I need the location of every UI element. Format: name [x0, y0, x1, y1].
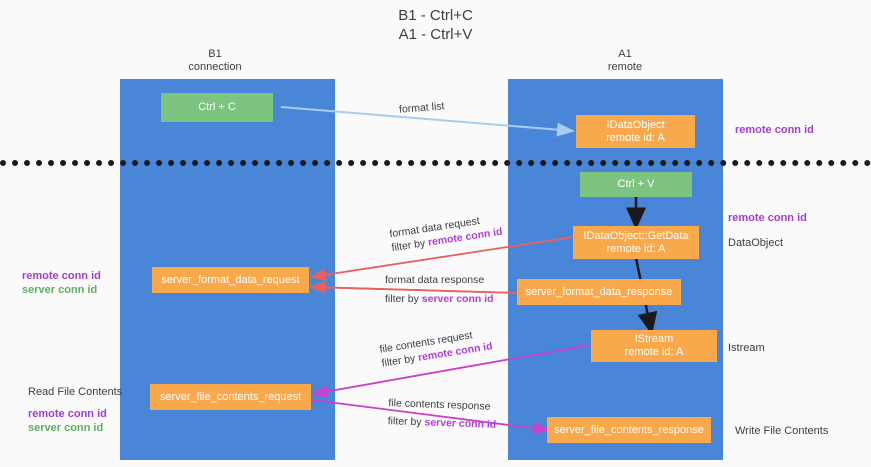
- box-server-format-data-response-label: server_format_data_response: [525, 285, 673, 298]
- left-label-remote-conn-id-2: remote conn id: [28, 408, 107, 420]
- box-ctrl-c[interactable]: Ctrl + C: [161, 93, 273, 122]
- arrow-label-format-data-response-main: format data response: [385, 274, 485, 286]
- arrow-label-format-data-response: format data response filter by server co…: [385, 273, 494, 306]
- arrow-format-data-request: [309, 236, 574, 282]
- filter-prefix: filter by: [387, 415, 425, 429]
- box-server-format-data-response[interactable]: server_format_data_response: [517, 279, 681, 305]
- box-ctrl-v[interactable]: Ctrl + V: [580, 172, 692, 197]
- box-istream[interactable]: IStream remote id: A: [591, 330, 717, 362]
- dashed-divider: [0, 160, 871, 166]
- box-idataobject[interactable]: IDataObject remote id: A: [576, 115, 695, 148]
- box-server-format-data-request[interactable]: server_format_data_request: [152, 267, 309, 293]
- column-header-a1: A1 remote: [560, 48, 690, 74]
- box-getdata-line-1: IDataObject::GetData: [583, 229, 689, 242]
- right-label-write-file-contents: Write File Contents: [735, 425, 829, 437]
- box-ctrl-v-label: Ctrl + V: [617, 178, 655, 190]
- arrow-label-file-contents-response-main: file contents response: [388, 397, 491, 413]
- column-header-a1-title: A1: [618, 48, 632, 60]
- title-line-1: B1 - Ctrl+C: [398, 7, 473, 24]
- arrow-file-contents-request: [311, 344, 591, 398]
- filter-key-server-conn-id: server conn id: [424, 416, 497, 431]
- right-label-remote-conn-id-mid: remote conn id: [728, 212, 807, 224]
- arrow-label-file-contents-response: file contents response filter by server …: [387, 396, 497, 432]
- right-label-remote-conn-id-top: remote conn id: [735, 124, 814, 136]
- left-label-server-conn-id: server conn id: [22, 284, 98, 296]
- filter-key-server-conn-id: server conn id: [421, 293, 494, 305]
- box-idataobject-getdata[interactable]: IDataObject::GetData remote id: A: [573, 226, 699, 259]
- box-server-file-contents-request[interactable]: server_file_contents_request: [150, 384, 311, 410]
- box-server-file-contents-response-label: server_file_contents_response: [554, 423, 704, 436]
- arrow-file-contents-response: [311, 399, 550, 435]
- arrow-format-data-response: [309, 281, 519, 294]
- diagram-title: B1 - Ctrl+C A1 - Ctrl+V: [0, 6, 871, 44]
- filter-prefix: filter by: [385, 293, 422, 305]
- right-label-istream: Istream: [728, 342, 765, 354]
- arrow-label-format-data-response-filter: filter by server conn id: [385, 292, 494, 306]
- title-line-2: A1 - Ctrl+V: [398, 26, 473, 43]
- left-label-read-file-contents: Read File Contents: [28, 386, 123, 398]
- right-label-dataobject: DataObject: [728, 237, 784, 249]
- arrow-format-list: [280, 106, 575, 137]
- box-ctrl-c-label: Ctrl + C: [198, 101, 236, 113]
- box-server-format-data-request-label: server_format_data_request: [161, 273, 300, 286]
- box-idataobject-line-2: remote id: A: [606, 131, 665, 144]
- box-idataobject-line-1: IDataObject: [606, 118, 665, 131]
- column-header-b1-title: B1: [208, 48, 222, 60]
- box-server-file-contents-request-label: server_file_contents_request: [159, 390, 302, 403]
- column-header-b1: B1 connection: [150, 48, 280, 74]
- arrow-label-format-list-main: format list: [398, 100, 445, 116]
- box-istream-line-2: remote id: A: [624, 346, 684, 358]
- left-label-server-conn-id-2: server conn id: [28, 422, 104, 434]
- column-header-b1-subtitle: connection: [188, 61, 242, 73]
- box-getdata-line-2: remote id: A: [606, 242, 666, 255]
- left-label-remote-conn-id: remote conn id: [22, 270, 101, 282]
- box-server-file-contents-response[interactable]: server_file_contents_response: [547, 417, 711, 443]
- column-header-a1-subtitle: remote: [607, 61, 643, 73]
- box-istream-line-1: IStream: [634, 333, 674, 345]
